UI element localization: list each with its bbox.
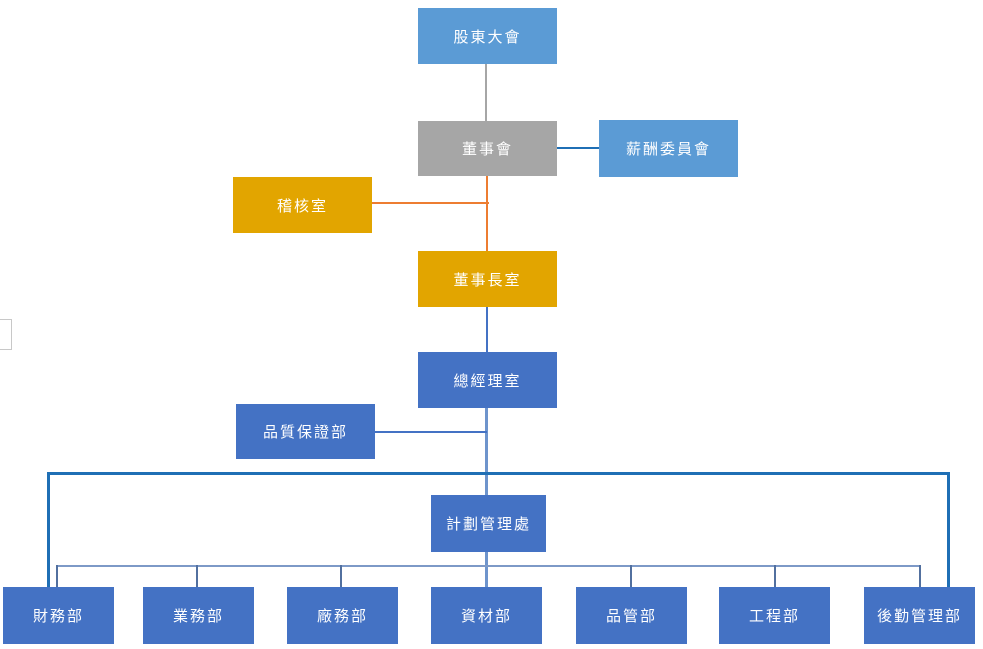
- org-node-label-board: 董事會: [461, 141, 513, 158]
- connector-chairman-gm: [486, 307, 488, 352]
- connector-drop-qc: [630, 565, 632, 587]
- org-node-compensation-committee: 薪酬委員會: [599, 120, 738, 177]
- connector-shareholders-board: [485, 64, 487, 121]
- left-edge-artifact: [0, 319, 12, 350]
- org-node-planning-management: 計劃管理處: [431, 495, 546, 552]
- org-node-label-compensation: 薪酬委員會: [625, 141, 711, 158]
- connector-drop-engineering: [774, 565, 776, 587]
- org-node-label-audit: 稽核室: [276, 197, 328, 215]
- connector-drop-business: [196, 565, 198, 587]
- org-node-logistics-management-dept: 後勤管理部: [864, 587, 975, 644]
- org-node-label-qc: 品管部: [605, 608, 657, 625]
- org-node-materials-dept: 資材部: [431, 587, 542, 644]
- org-node-shareholders: 股東大會: [418, 8, 557, 64]
- connector-main-bus-left-drop: [47, 472, 50, 587]
- org-node-chairman-office: 董事長室: [418, 251, 557, 307]
- connector-qa-gm: [375, 431, 487, 433]
- connector-main-bus-right-drop: [947, 472, 950, 587]
- org-node-label-gm: 總經理室: [453, 372, 522, 390]
- org-node-label-engineering: 工程部: [748, 608, 800, 625]
- connector-board-compensation: [557, 147, 599, 149]
- connector-department-rail: [56, 565, 921, 567]
- org-node-engineering-dept: 工程部: [719, 587, 830, 644]
- connector-drop-factory: [340, 565, 342, 587]
- org-node-quality-control-dept: 品管部: [576, 587, 687, 644]
- org-node-label-logistics: 後勤管理部: [876, 608, 962, 625]
- connector-gm-planning: [485, 408, 488, 495]
- org-node-factory-affairs-dept: 廠務部: [287, 587, 398, 644]
- connector-planning-rail: [485, 552, 488, 587]
- org-node-label-qa: 品質保證部: [262, 424, 348, 441]
- org-node-label-factory: 廠務部: [316, 608, 368, 625]
- org-node-label-materials: 資材部: [460, 608, 512, 625]
- org-node-label-planning: 計劃管理處: [445, 516, 531, 533]
- org-node-label-finance: 財務部: [32, 608, 84, 625]
- connector-audit-board: [372, 202, 489, 204]
- org-node-audit-office: 稽核室: [233, 177, 372, 233]
- connector-main-bus: [47, 472, 950, 475]
- org-node-quality-assurance: 品質保證部: [236, 404, 375, 459]
- connector-drop-finance: [56, 565, 58, 587]
- connector-board-chairman: [486, 176, 488, 251]
- org-node-label-chairman: 董事長室: [453, 271, 522, 289]
- org-node-business-dept: 業務部: [143, 587, 254, 644]
- org-node-general-manager-office: 總經理室: [418, 352, 557, 408]
- org-node-finance-dept: 財務部: [3, 587, 114, 644]
- org-node-label-shareholders: 股東大會: [453, 28, 522, 46]
- org-node-board: 董事會: [418, 121, 557, 176]
- connector-drop-logistics: [919, 565, 921, 587]
- org-node-label-business: 業務部: [172, 608, 224, 625]
